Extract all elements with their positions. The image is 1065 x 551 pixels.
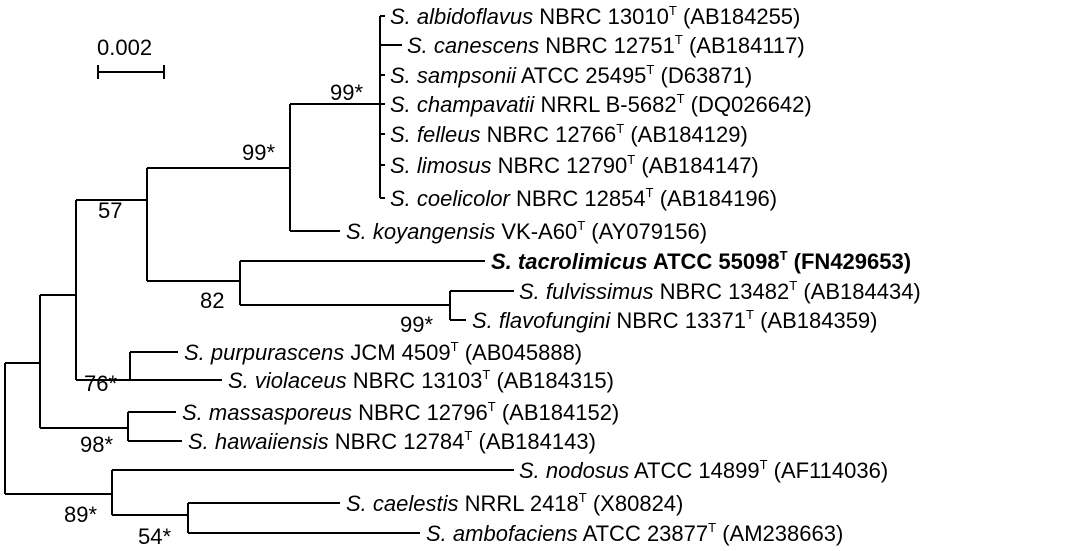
taxon-label: S. massasporeus NBRC 12796T (AB184152) — [182, 399, 619, 425]
taxon-label: S. albidoflavus NBRC 13010T (AB184255) — [390, 3, 800, 29]
taxon-label: S. flavofungini NBRC 13371T (AB184359) — [472, 307, 878, 333]
taxon-label: S. limosus NBRC 12790T (AB184147) — [390, 152, 759, 178]
bootstrap-label: 82 — [200, 288, 224, 313]
scale-bar-label: 0.002 — [97, 35, 152, 60]
bootstrap-label: 76* — [84, 371, 117, 396]
taxon-label: S. caelestis NRRL 2418T (X80824) — [346, 490, 683, 516]
taxon-label: S. champavatii NRRL B-5682T (DQ026642) — [390, 91, 812, 117]
taxon-label: S. ambofaciens ATCC 23877T (AM238663) — [426, 520, 843, 546]
bootstrap-label: 89* — [64, 502, 97, 527]
bootstrap-label: 54* — [138, 524, 171, 549]
taxon-label: S. canescens NBRC 12751T (AB184117) — [407, 32, 805, 58]
taxon-label: S. purpurascens JCM 4509T (AB045888) — [184, 339, 582, 365]
taxon-label: S. fulvissimus NBRC 13482T (AB184434) — [519, 278, 921, 304]
taxon-label: S. felleus NBRC 12766T (AB184129) — [390, 121, 748, 147]
bootstrap-label: 98* — [80, 432, 113, 457]
taxon-labels: S. albidoflavus NBRC 13010T (AB184255) S… — [182, 3, 921, 546]
taxon-label: S. koyangensis VK-A60T (AY079156) — [346, 218, 707, 244]
taxon-label: S. hawaiiensis NBRC 12784T (AB184143) — [188, 428, 596, 454]
taxon-label: S. sampsonii ATCC 25495T (D63871) — [390, 62, 752, 88]
bootstrap-values: 99* 99* 57 82 99* 76* 98* 89* 54* — [64, 80, 433, 549]
taxon-label: S. nodosus ATCC 14899T (AF114036) — [519, 457, 888, 483]
scale-bar: 0.002 — [97, 35, 165, 79]
taxon-label: S. violaceus NBRC 13103T (AB184315) — [228, 367, 614, 393]
bootstrap-label: 99* — [242, 140, 275, 165]
taxon-label-highlighted: S. tacrolimicus ATCC 55098T (FN429653) — [491, 248, 911, 274]
bootstrap-label: 99* — [330, 80, 363, 105]
bootstrap-label: 99* — [400, 312, 433, 337]
bootstrap-label: 57 — [98, 198, 122, 223]
tree-branches — [4, 15, 514, 534]
taxon-label: S. coelicolor NBRC 12854T (AB184196) — [390, 185, 777, 211]
